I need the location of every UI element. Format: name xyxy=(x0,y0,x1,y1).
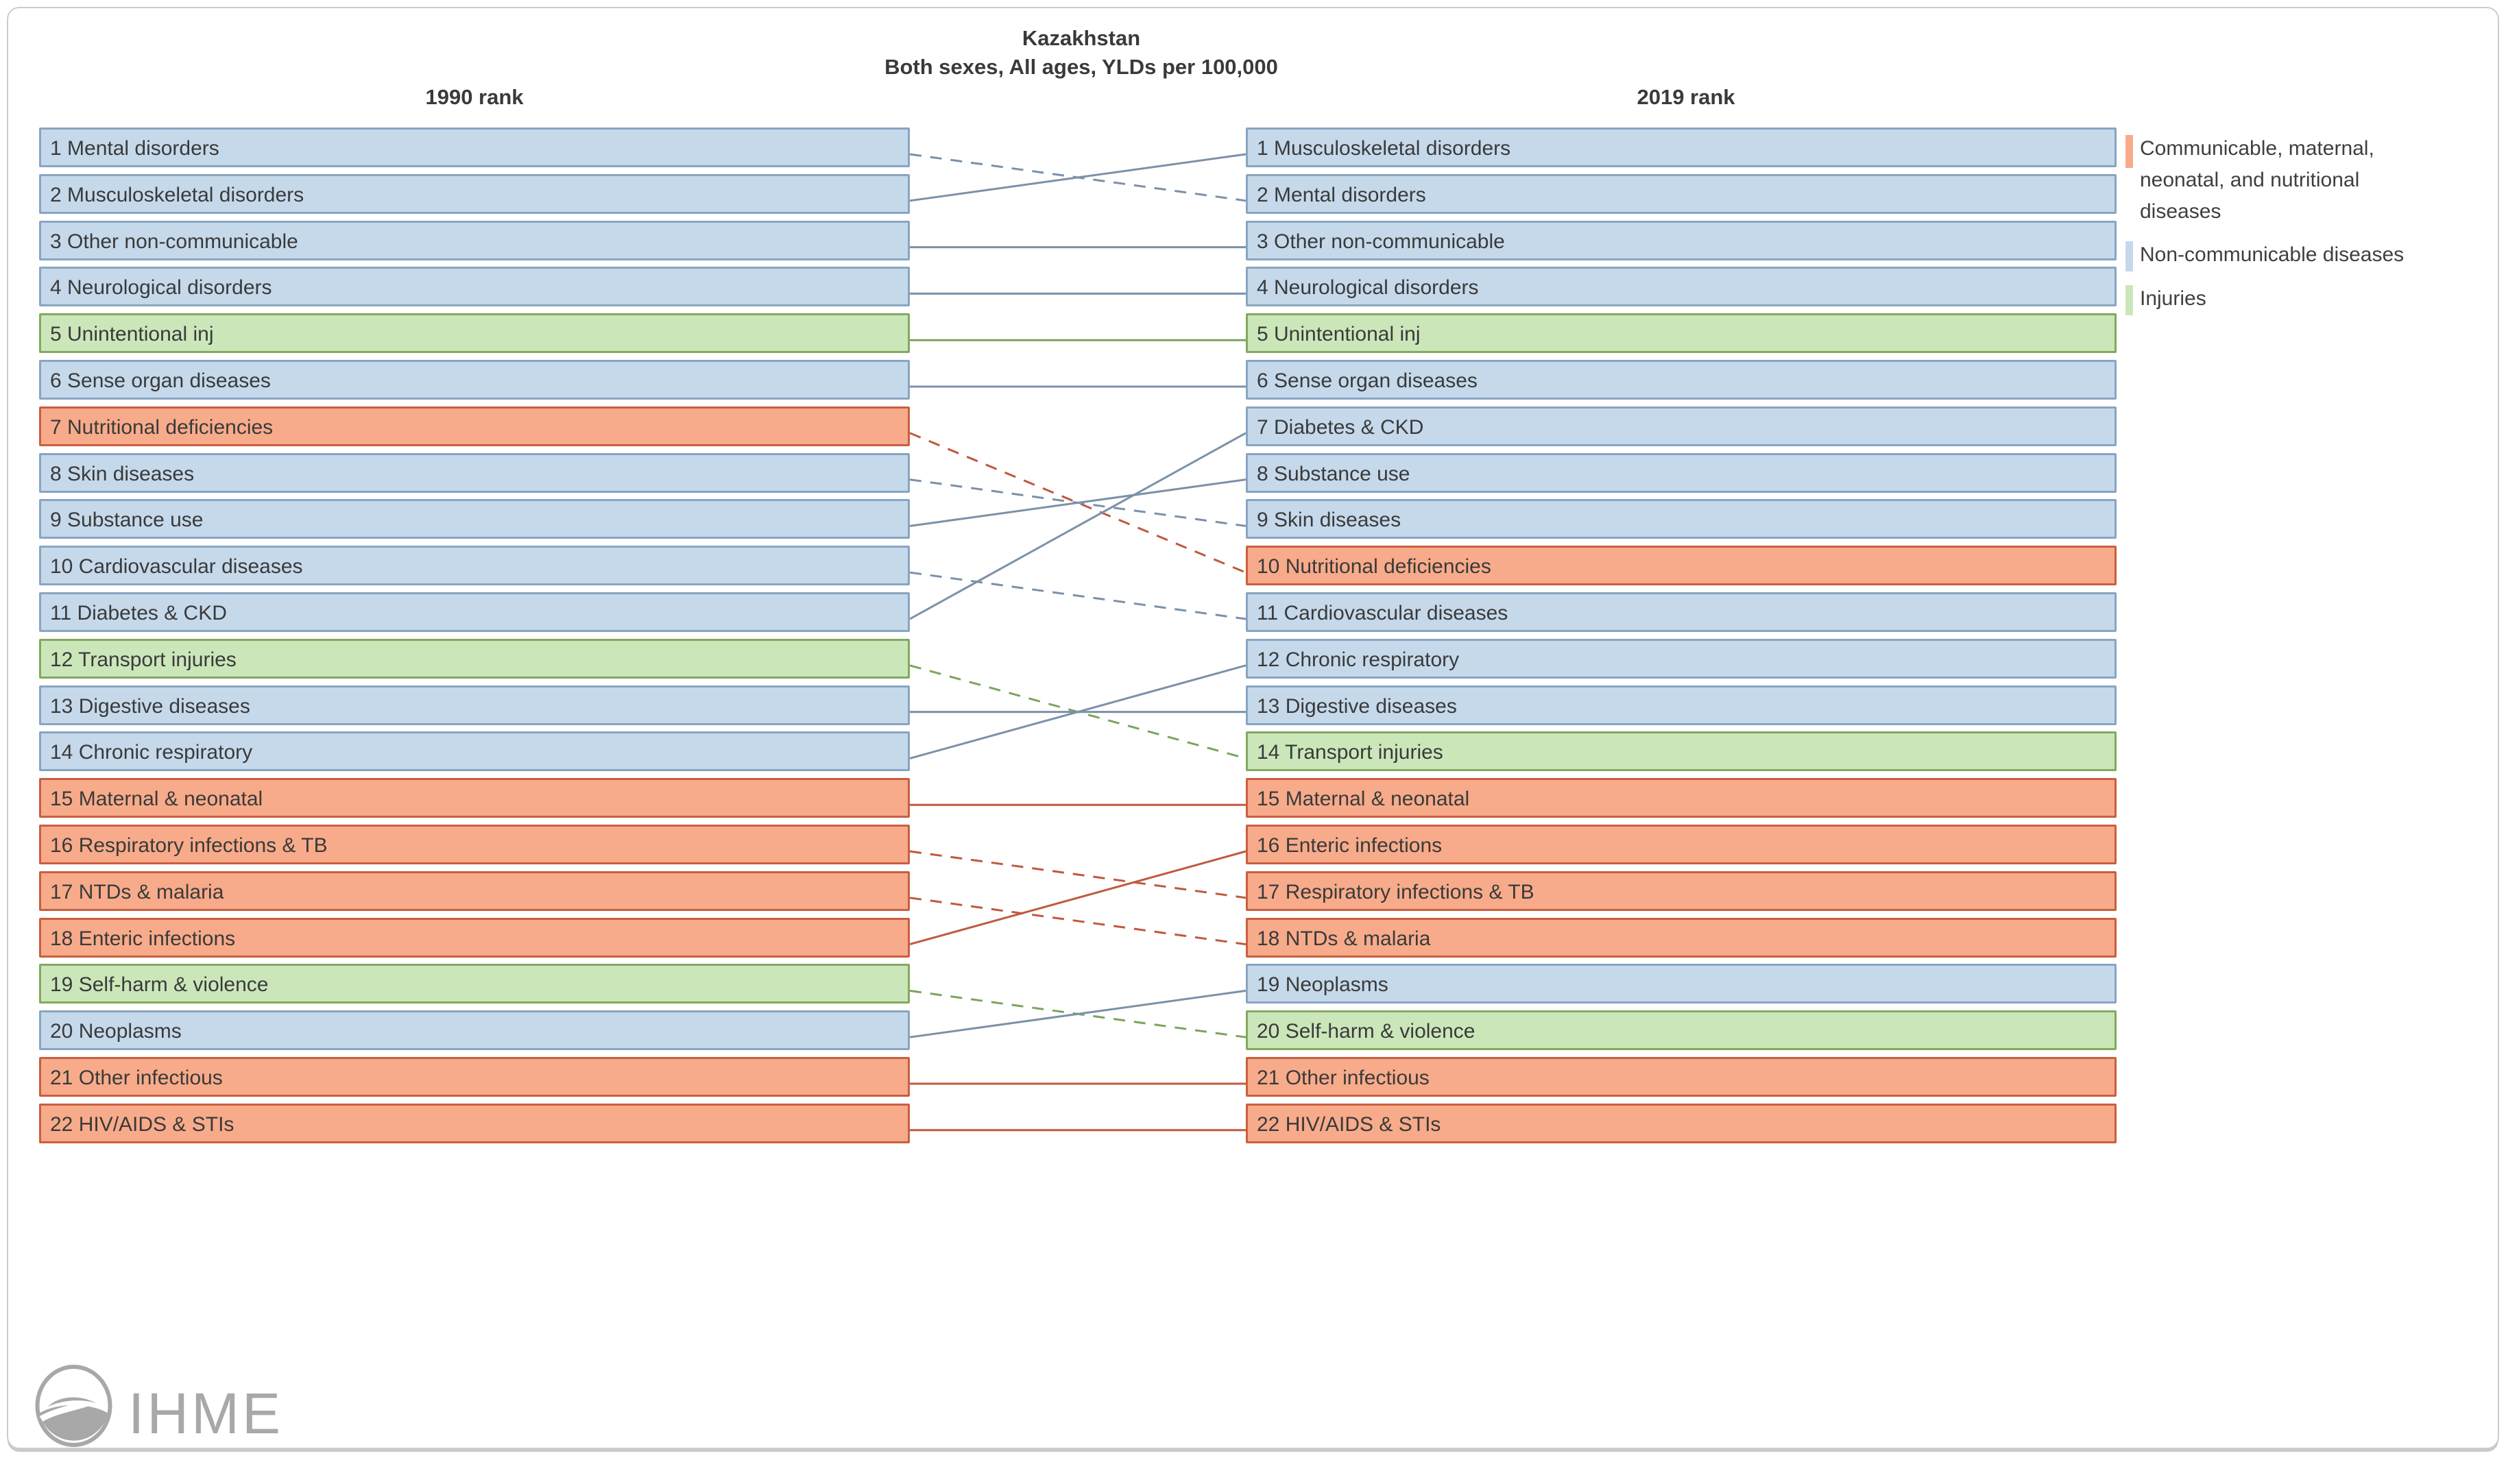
rank-box-2019-5[interactable]: 5 Unintentional inj xyxy=(1246,313,2117,354)
rank-link xyxy=(909,850,1246,899)
rank-box-1990-22[interactable]: 22 HIV/AIDS & STIs xyxy=(39,1103,910,1143)
legend-label: Non-communicable diseases xyxy=(2140,243,2405,266)
chart-card: Kazakhstan Both sexes, All ages, YLDs pe… xyxy=(7,7,2499,1449)
rank-box-1990-15[interactable]: 15 Maternal & neonatal xyxy=(39,778,910,818)
rank-box-1990-16[interactable]: 16 Respiratory infections & TB xyxy=(39,825,910,864)
rank-box-2019-6[interactable]: 6 Sense organ diseases xyxy=(1246,360,2117,400)
rank-box-2019-16[interactable]: 16 Enteric infections xyxy=(1246,825,2117,864)
rank-link xyxy=(909,989,1246,1038)
rank-box-1990-1[interactable]: 1 Mental disorders xyxy=(39,127,910,167)
rank-box-2019-12[interactable]: 12 Chronic respiratory xyxy=(1246,638,2117,679)
rank-box-1990-12[interactable]: 12 Transport injuries xyxy=(39,638,910,679)
rank-box-1990-8[interactable]: 8 Skin diseases xyxy=(39,452,910,493)
legend: Communicable, maternal, neonatal, and nu… xyxy=(2125,133,2506,327)
ihme-logo: IHME xyxy=(34,1364,283,1448)
ihme-logo-text: IHME xyxy=(128,1380,283,1446)
rank-box-1990-18[interactable]: 18 Enteric infections xyxy=(39,917,910,958)
rank-box-1990-2[interactable]: 2 Musculoskeletal disorders xyxy=(39,173,910,214)
ihme-globe-icon xyxy=(35,1365,112,1447)
rank-link xyxy=(909,850,1246,946)
rank-box-1990-6[interactable]: 6 Sense organ diseases xyxy=(39,360,910,400)
rank-link xyxy=(909,571,1246,620)
rank-box-1990-17[interactable]: 17 NTDs & malaria xyxy=(39,871,910,911)
rank-box-2019-18[interactable]: 18 NTDs & malaria xyxy=(1246,917,2117,958)
rank-box-2019-21[interactable]: 21 Other infectious xyxy=(1246,1057,2117,1097)
rank-box-1990-13[interactable]: 13 Digestive diseases xyxy=(39,685,910,725)
rank-link xyxy=(909,897,1246,946)
rank-links-layer xyxy=(909,153,1246,1132)
rank-box-1990-10[interactable]: 10 Cardiovascular diseases xyxy=(39,546,910,586)
legend-item-inj: Injuries xyxy=(2125,283,2506,315)
rank-box-2019-7[interactable]: 7 Diabetes & CKD xyxy=(1246,406,2117,446)
rank-box-2019-2[interactable]: 2 Mental disorders xyxy=(1246,173,2117,214)
legend-item-cmnn: Communicable, maternal, neonatal, and nu… xyxy=(2125,133,2506,228)
rank-box-2019-22[interactable]: 22 HIV/AIDS & STIs xyxy=(1246,1103,2117,1143)
rank-box-1990-20[interactable]: 20 Neoplasms xyxy=(39,1010,910,1051)
rank-box-2019-17[interactable]: 17 Respiratory infections & TB xyxy=(1246,871,2117,911)
ncd-swatch-icon xyxy=(2125,241,2133,271)
cmnn-swatch-icon xyxy=(2125,135,2133,168)
rank-box-2019-10[interactable]: 10 Nutritional deficiencies xyxy=(1246,546,2117,586)
rank-box-1990-19[interactable]: 19 Self-harm & violence xyxy=(39,964,910,1004)
rank-box-2019-20[interactable]: 20 Self-harm & violence xyxy=(1246,1010,2117,1051)
rank-box-1990-9[interactable]: 9 Substance use xyxy=(39,499,910,539)
rank-box-2019-3[interactable]: 3 Other non-communicable xyxy=(1246,220,2117,260)
rank-box-1990-4[interactable]: 4 Neurological disorders xyxy=(39,267,910,307)
rank-box-2019-9[interactable]: 9 Skin diseases xyxy=(1246,499,2117,539)
rank-box-1990-7[interactable]: 7 Nutritional deficiencies xyxy=(39,406,910,446)
page-title: Kazakhstan xyxy=(1022,26,1141,50)
column-header-1990: 1990 rank xyxy=(425,85,524,109)
rank-box-2019-15[interactable]: 15 Maternal & neonatal xyxy=(1246,778,2117,818)
rank-box-1990-3[interactable]: 3 Other non-communicable xyxy=(39,220,910,260)
rank-link xyxy=(909,664,1246,759)
rank-box-2019-11[interactable]: 11 Cardiovascular diseases xyxy=(1246,592,2117,632)
rank-box-1990-14[interactable]: 14 Chronic respiratory xyxy=(39,731,910,772)
rank-box-2019-4[interactable]: 4 Neurological disorders xyxy=(1246,267,2117,307)
legend-label: Communicable, maternal, neonatal, and nu… xyxy=(2140,137,2374,223)
injuries-swatch-icon xyxy=(2125,285,2133,315)
rank-box-2019-13[interactable]: 13 Digestive diseases xyxy=(1246,685,2117,725)
rank-box-1990-5[interactable]: 5 Unintentional inj xyxy=(39,313,910,354)
rank-box-1990-21[interactable]: 21 Other infectious xyxy=(39,1057,910,1097)
rank-box-2019-19[interactable]: 19 Neoplasms xyxy=(1246,964,2117,1004)
legend-label: Injuries xyxy=(2140,287,2206,310)
column-header-2019: 2019 rank xyxy=(1637,85,1735,109)
legend-item-ncd: Non-communicable diseases xyxy=(2125,239,2506,271)
page-subtitle: Both sexes, All ages, YLDs per 100,000 xyxy=(884,55,1278,79)
rank-box-2019-8[interactable]: 8 Substance use xyxy=(1246,452,2117,493)
rank-link xyxy=(909,478,1246,527)
rank-box-1990-11[interactable]: 11 Diabetes & CKD xyxy=(39,592,910,632)
rank-link xyxy=(909,432,1246,620)
rank-box-2019-1[interactable]: 1 Musculoskeletal disorders xyxy=(1246,127,2117,167)
rank-link xyxy=(909,153,1246,202)
rank-box-2019-14[interactable]: 14 Transport injuries xyxy=(1246,731,2117,772)
